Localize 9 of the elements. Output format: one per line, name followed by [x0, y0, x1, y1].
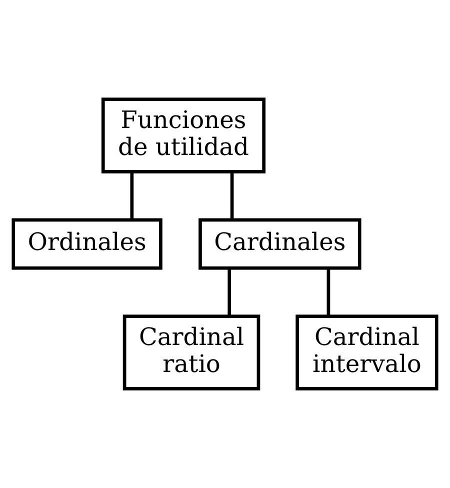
- connector: [130, 172, 134, 220]
- node-box: Cardinal ratio: [122, 314, 260, 390]
- node-box: Cardinales: [198, 218, 362, 270]
- node-box: Ordinales: [12, 218, 162, 270]
- connector: [228, 268, 232, 316]
- connector: [326, 268, 330, 316]
- node-box: Funciones de utilidad: [101, 98, 266, 174]
- connector: [230, 172, 234, 220]
- node-box: Cardinal intervalo: [296, 314, 438, 390]
